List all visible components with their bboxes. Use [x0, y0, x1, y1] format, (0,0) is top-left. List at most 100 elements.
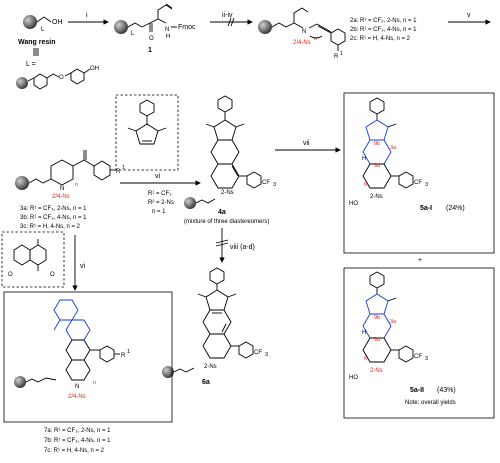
compound-7-label-b: 7b: R¹ = CF₃, 4-Ns, n = 1: [44, 438, 111, 444]
compound-5a-i-box: [343, 92, 495, 254]
compound-6a: CF 3 2-Ns 6a: [162, 267, 268, 386]
resin-bead: [23, 15, 37, 29]
compound-3-label-a: 3a: R¹ = CF₃, 2-Ns, n = 1: [20, 206, 87, 212]
compound-7-n: N: [75, 384, 79, 390]
compound-5a-i-h: H: [362, 156, 366, 162]
compound-5a-i-yield: (24%): [446, 205, 465, 212]
compound-5a-ii-6: 6: [364, 356, 367, 362]
compound-5a-i-label: 5a-I: [420, 205, 432, 212]
reagent-ii-iv: ii-iv: [222, 12, 233, 19]
compound-4a-bead: [184, 197, 196, 209]
compound-4a: CF 3 2-Ns 4a (mixture of three diastereo…: [184, 95, 276, 225]
reagent-vi-top: vi: [155, 173, 161, 180]
compound-5a-i-9a: 9a: [374, 163, 381, 169]
compound-2-r1: R: [334, 54, 339, 60]
compound-7-box: [3, 291, 173, 423]
compound-5a-ii-3a: 3a: [390, 319, 397, 325]
compound-3-label-c: 3c: R¹ = H, 4-Ns, n = 2: [20, 224, 81, 230]
compound-4a-ns: 2-Ns: [221, 190, 234, 196]
naphthoquinone: O O: [8, 239, 55, 278]
condition-n: n = 1: [152, 209, 166, 215]
resin-l-sub: L: [41, 27, 45, 33]
compound-7-ns: 2/4-Ns: [68, 394, 86, 400]
compound-5a-ii-h: H: [362, 330, 366, 336]
nq-o1: O: [8, 272, 13, 278]
compound-6a-number: 6a: [202, 379, 210, 386]
linker-bead: [16, 77, 28, 89]
compound-3-r1-sup: 1: [122, 165, 125, 171]
compound-5a-ii-cf3: CF: [414, 354, 422, 360]
compound-1: L O N H Fmoc 1: [114, 3, 196, 54]
condition-r1: R¹ = CF₃: [148, 191, 172, 197]
naphthoquinone-box: [1, 231, 65, 288]
compound-3-bead: [15, 176, 29, 190]
compound-7-label-c: 7c: R¹ = H, 4-Ns, n = 2: [44, 448, 105, 454]
compound-5a-ii-9a: 9a: [374, 337, 381, 343]
reagent-viii: viii (a-d): [230, 244, 255, 251]
compound-2-label-c: 2c: R¹ = H, 4-Ns, n = 2: [350, 36, 411, 42]
compound-4a-cf3-sub: 3: [273, 182, 276, 188]
compound-7-nsub: n: [93, 380, 96, 386]
compound-6a-ns: 2-Ns: [204, 364, 217, 370]
reagent-vi-left: vi: [80, 263, 86, 270]
compound-3: N 2/4-Ns n R 1 3a: R¹ = CF₃, 2-Ns, n = 1…: [15, 150, 125, 230]
compound-5a-i-cf3-sub: 3: [425, 182, 428, 188]
compound-2-label-b: 2b: R¹ = CF₃, 4-Ns, n = 1: [350, 27, 417, 33]
resin-label: Wang resin: [18, 39, 55, 46]
compound-5a-i: CF 3 9b 3a 9a 6 H HO 2-Ns 5a-I (24%): [349, 97, 465, 212]
reagent-i: i: [86, 12, 88, 19]
compound-5a-ii-ho: HO: [349, 375, 358, 381]
compound-1-bead: [114, 20, 128, 34]
compound-5a-ii-label: 5a-II: [410, 387, 424, 394]
compound-3-n: N: [60, 186, 64, 192]
compound-7: R 1 N 2/4-Ns n: [14, 299, 130, 400]
compound-6a-bead: [162, 366, 174, 378]
compound-5a-i-9b: 9b: [374, 141, 380, 147]
compound-2: N 2/4-Ns n R 1 2a: R¹ = CF₃, 2-Ns, n = 1…: [258, 7, 417, 60]
compound-5a-i-6: 6: [364, 182, 367, 188]
compound-7-r1-sup: 1: [127, 349, 130, 355]
compound-5a-i-ho: HO: [349, 201, 358, 207]
compound-5a-ii-box: [343, 267, 495, 419]
compound-1-n: N: [165, 27, 169, 33]
compound-5a-i-ns: 2-Ns: [370, 194, 383, 200]
reagent-v: v: [467, 12, 471, 19]
reagent-vii: vii: [303, 140, 310, 147]
wang-resin: L OH Wang resin: [18, 15, 63, 56]
compound-6a-cf3: CF: [254, 350, 262, 356]
compound-2-nsub: n: [314, 36, 317, 42]
compound-5a-ii-9b: 9b: [374, 315, 380, 321]
compound-5a-ii-cf3-sub: 3: [425, 356, 428, 362]
compound-7-label-a: 7a: R¹ = CF₃, 2-Ns, n = 1: [44, 428, 111, 434]
nq-o2: O: [50, 272, 55, 278]
n-phenylmaleimide: [127, 99, 167, 145]
resin-oh: OH: [52, 19, 63, 26]
compound-5a-ii-note: Note: overall yields: [405, 400, 456, 406]
compound-1-fmoc: Fmoc: [178, 24, 196, 31]
compound-5a-i-cf3: CF: [414, 180, 422, 186]
compound-7-r1: R: [121, 353, 126, 359]
compound-4a-cf3: CF: [262, 180, 270, 186]
compound-1-h: H: [166, 34, 170, 40]
linker-label: L =: [26, 61, 36, 68]
compound-5a-ii: CF 3 9b 3a 9a 6 H HO 2-Ns 5a-II (43%) No…: [349, 271, 456, 406]
linker-definition: L = O OH: [16, 61, 99, 90]
compound-1-l: L: [131, 31, 135, 37]
compound-3-nsub: n: [75, 182, 78, 188]
compound-2-label-a: 2a: R¹ = CF₃, 2-Ns, n = 1: [350, 18, 417, 24]
compound-5a-ii-yield: (43%): [437, 387, 456, 394]
compound-1-number: 1: [148, 47, 152, 54]
compound-3-label-b: 3b: R¹ = CF₃, 4-Ns, n = 1: [20, 215, 87, 221]
compound-6a-cf3-sub: 3: [265, 352, 268, 358]
compound-2-ns: 2/4-Ns: [293, 40, 311, 46]
compound-2-n: N: [302, 29, 306, 35]
plus-sign: +: [418, 257, 422, 264]
compound-4a-number: 4a: [218, 209, 226, 216]
compound-3-r1: R: [116, 169, 121, 175]
compound-2-bead: [258, 20, 272, 34]
compound-1-o: O: [149, 36, 154, 42]
maleimide-box: [115, 94, 179, 171]
linker-o: O: [59, 75, 64, 81]
compound-7-bead: [14, 376, 26, 388]
